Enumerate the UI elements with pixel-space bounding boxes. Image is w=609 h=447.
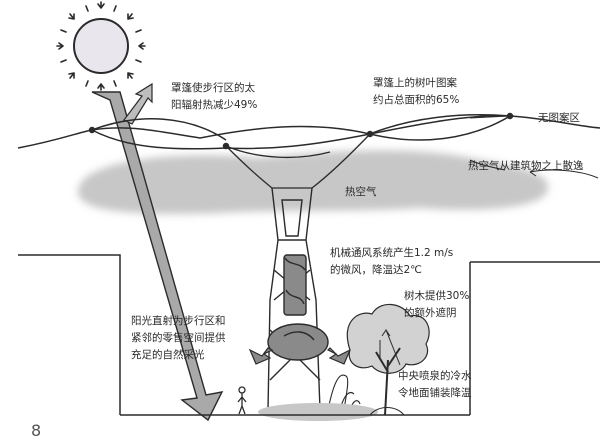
street-section: [18, 254, 600, 416]
cooling-breeze-arrows: [248, 347, 352, 365]
hot-air-cloud: [77, 150, 549, 214]
mechanical-ventilation-line-1: 机械通风系统产生1.2 m/s: [330, 247, 454, 259]
tree-shade-label: 树木提供30% 的额外遮阴: [404, 288, 469, 322]
leaf-pattern-label: 罩篷上的树叶图案 约占总面积的65%: [373, 75, 459, 109]
canopy-membrane: [17, 112, 601, 150]
canopy-radiation-line-2: 阳辐射热减少49%: [171, 99, 258, 111]
reflected-radiation-arrow: [123, 82, 153, 125]
canopy-radiation-label: 罩篷使步行区的太 阳辐射热减少49%: [171, 80, 257, 114]
leaf-pattern-line-1: 罩篷上的树叶图案: [373, 77, 457, 89]
canopy-radiation-line-1: 罩篷使步行区的太: [171, 82, 255, 94]
mechanical-ventilation-line-2: 的微风，降温达2℃: [330, 264, 422, 276]
hot-air-escape-label: 热空气从建筑物之上散逸: [468, 160, 584, 172]
direct-sunlight-line-3: 充足的自然采光: [131, 349, 205, 361]
page-number: 8: [31, 421, 42, 440]
tree-shade-line-2: 的额外遮阴: [404, 307, 457, 319]
tree-icon: [346, 303, 430, 416]
fountain-label: 中央喷泉的冷水 令地面铺装降温: [398, 368, 472, 402]
direct-sunlight-line-1: 阳光直射为步行区和: [131, 315, 226, 327]
ground-shadow: [258, 403, 378, 421]
mechanical-ventilation-label: 机械通风系统产生1.2 m/s 的微风，降温达2℃: [330, 245, 453, 279]
tree-shade-line-1: 树木提供30%: [404, 290, 470, 302]
leaf-pattern-line-2: 约占总面积的65%: [373, 94, 460, 106]
direct-sunlight-label: 阳光直射为步行区和 紧邻的零售空间提供 充足的自然采光: [131, 313, 226, 364]
fountain-line-1: 中央喷泉的冷水: [398, 370, 472, 382]
leader-lines: [379, 115, 599, 366]
no-pattern-zone-label: 无图案区: [538, 112, 580, 124]
ventilation-tower: [267, 187, 329, 411]
sun-icon: [56, 1, 146, 91]
direct-sunlight-line-2: 紧邻的零售空间提供: [131, 332, 226, 344]
hot-air-label: 热空气: [345, 186, 377, 198]
pedestrian-icon: [237, 386, 247, 415]
direct-sunlight-arrow: [91, 91, 224, 422]
canopy-support-cables: [225, 133, 371, 189]
fountain-line-2: 令地面铺装降温: [398, 387, 472, 399]
